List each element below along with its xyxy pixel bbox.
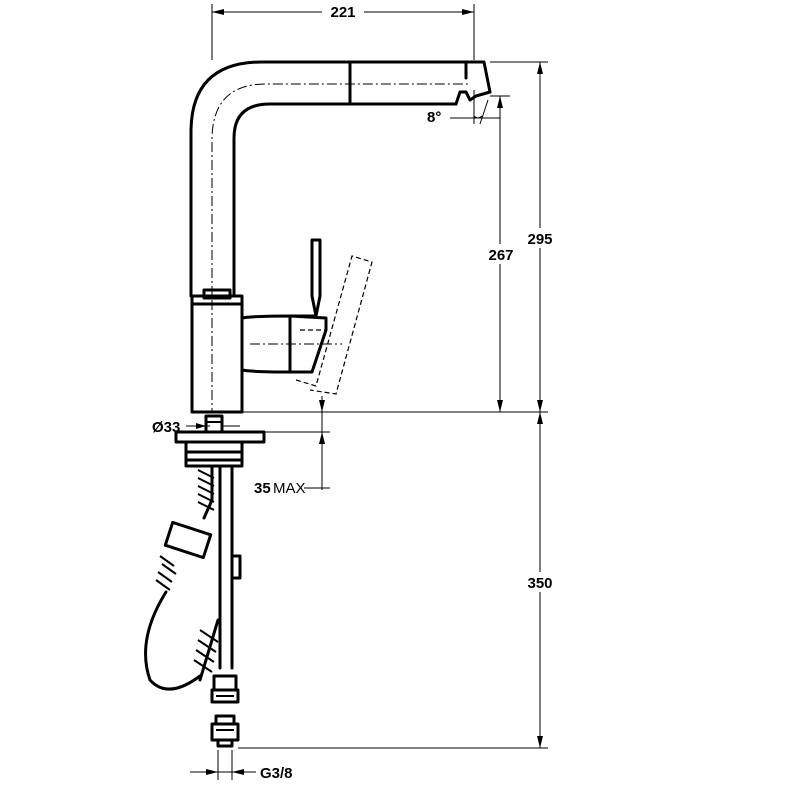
dimension-hose-length: 350 [238,412,558,749]
mounting-base [174,414,266,468]
dimension-heights: 267 295 [242,61,558,413]
outlet-height-label: 267 [488,247,513,264]
hose-length-label: 350 [527,575,552,592]
faucet-body [190,288,342,414]
mixer-lever [288,238,373,395]
tilt-indicator [450,90,500,125]
base-diameter-label: Ø33 [152,419,180,436]
faucet-spout [189,60,492,298]
spout-reach-label: 221 [330,4,355,21]
connection-thread-label: G3/8 [260,765,293,782]
counter-thickness-value: 35 [254,480,271,497]
counter-thickness-suffix: MAX [273,480,306,497]
dimension-spout-tilt: 8° [427,109,441,126]
dimension-spout-reach: 221 [211,2,475,60]
supply-hoses [144,464,242,748]
dimension-base-diameter: Ø33 [152,419,240,436]
total-height-label: 295 [527,231,552,248]
dimension-connection-thread: G3/8 [190,750,293,782]
dimension-counter-thickness: 35 MAX [254,396,330,497]
spout-tilt-label: 8° [427,109,441,126]
